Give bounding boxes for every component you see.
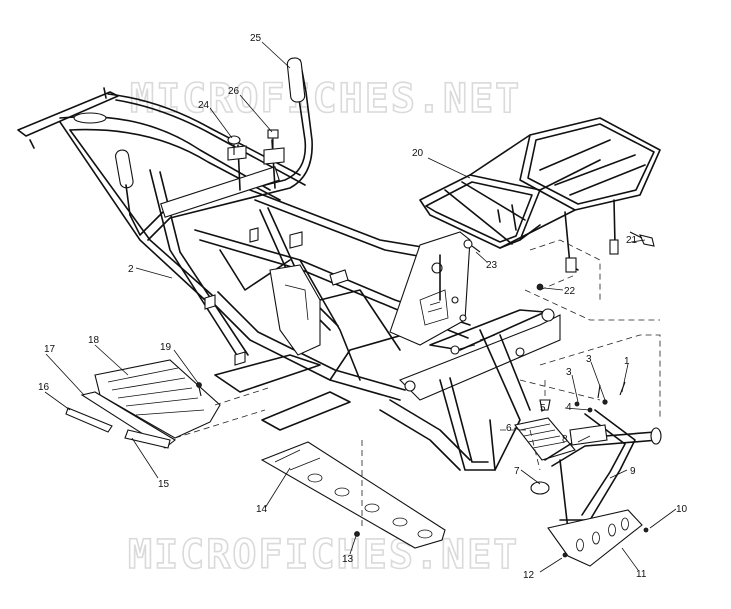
callout-16: 16 <box>38 382 50 393</box>
right-footrest-assembly <box>514 381 662 567</box>
callout-1: 1 <box>624 356 630 367</box>
callout-23: 23 <box>486 260 498 271</box>
watermark-bottom: MICROFICHES.NET <box>128 532 519 578</box>
callout-17: 17 <box>44 344 56 355</box>
callout-19: 19 <box>160 342 172 353</box>
rear-rack <box>419 117 661 273</box>
part-21-bolt <box>629 231 655 247</box>
callout-11: 11 <box>636 569 647 580</box>
part-26-bolt <box>267 129 279 148</box>
skid-plate <box>260 441 446 549</box>
callout-4: 4 <box>566 402 572 413</box>
callout-3-lower: 3 <box>566 367 572 378</box>
callout-26: 26 <box>228 86 240 97</box>
handlebar <box>115 57 313 241</box>
callout-18: 18 <box>88 335 100 346</box>
callout-labels: 25 26 24 20 2 23 21 22 18 17 19 16 15 3 … <box>38 33 688 581</box>
callout-21: 21 <box>626 235 638 246</box>
part-24-bolt <box>227 135 241 155</box>
leader-lines <box>44 41 677 573</box>
callout-14: 14 <box>256 504 268 515</box>
callout-7: 7 <box>514 466 520 477</box>
callout-22: 22 <box>564 286 576 297</box>
callout-10: 10 <box>676 504 688 515</box>
callout-6: 6 <box>506 423 512 434</box>
alignment-lines <box>174 239 661 530</box>
callout-8: 8 <box>562 434 568 445</box>
left-footboard <box>65 359 221 449</box>
callout-20: 20 <box>412 148 424 159</box>
callout-24: 24 <box>198 100 210 111</box>
callout-3-upper: 3 <box>586 354 592 365</box>
callout-9: 9 <box>630 466 636 477</box>
callout-15: 15 <box>158 479 170 490</box>
callout-2: 2 <box>128 264 134 275</box>
callout-12: 12 <box>523 570 535 581</box>
watermark-top: MICROFICHES.NET <box>130 76 521 122</box>
callout-25: 25 <box>250 33 262 44</box>
callout-5: 5 <box>540 403 546 414</box>
part-23-bolt <box>463 239 481 253</box>
callout-13: 13 <box>342 554 354 565</box>
main-frame <box>17 87 561 471</box>
